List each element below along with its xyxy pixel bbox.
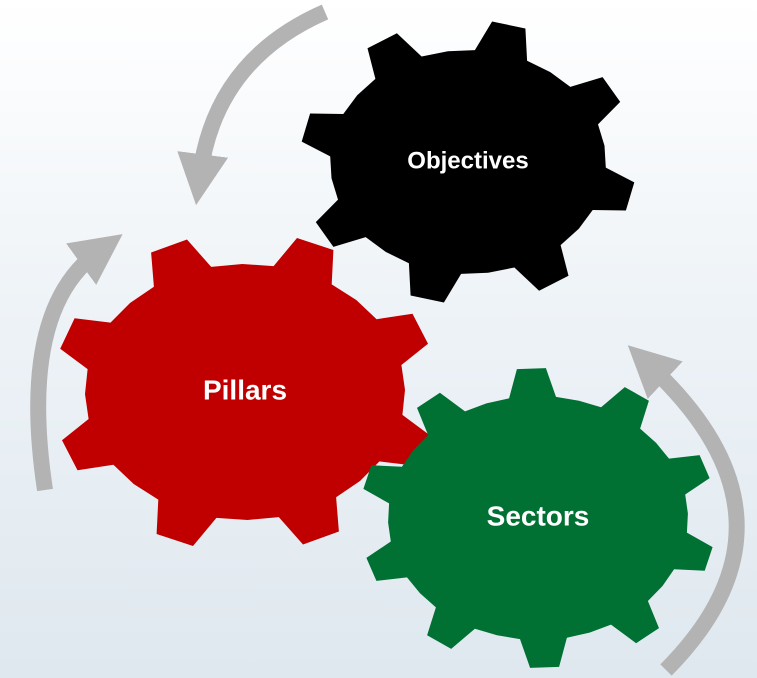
gear-shape [301, 21, 635, 303]
gear-shape [363, 368, 713, 668]
gear-sectors: Sectors [363, 368, 713, 668]
gear-shape [60, 238, 430, 546]
cycle-arrow-top [177, 4, 329, 206]
gear-label-objectives: Objectives [407, 147, 528, 174]
cycle-arrow-right [627, 345, 745, 676]
gear-pillars: Pillars [60, 238, 430, 546]
cycle-arrow-left [30, 234, 123, 492]
gear-label-sectors: Sectors [487, 500, 590, 531]
gear-label-pillars: Pillars [203, 374, 287, 405]
gear-objectives: Objectives [301, 21, 635, 303]
